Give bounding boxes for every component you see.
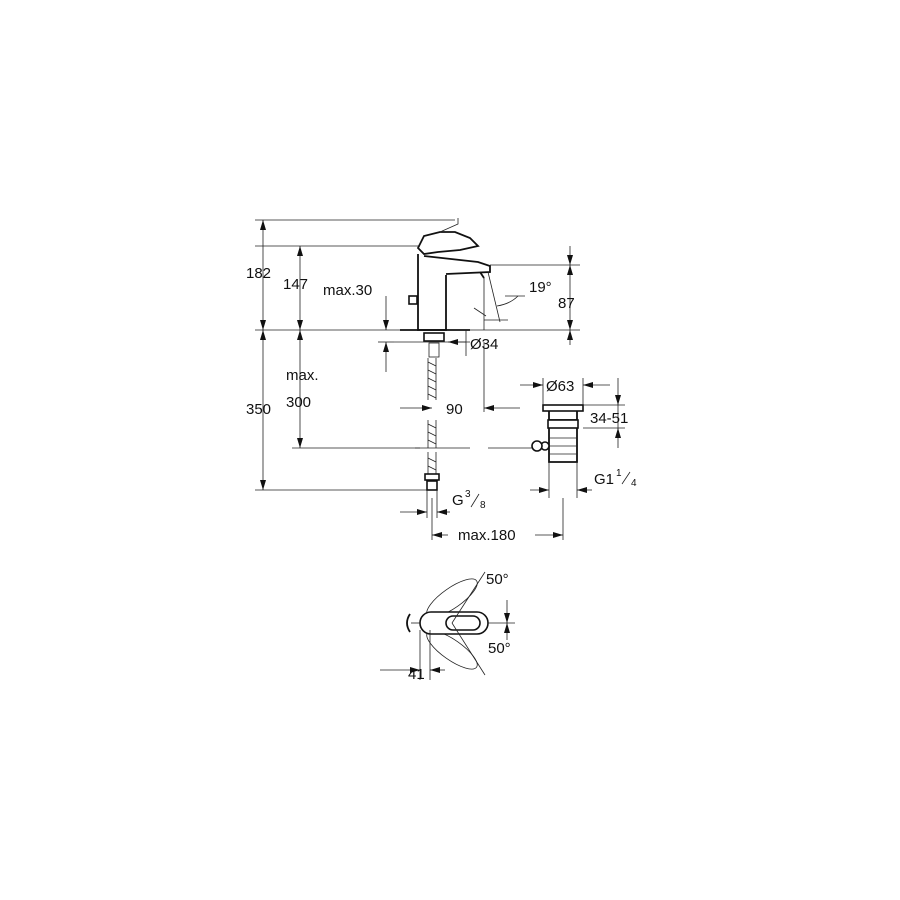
label-182: 182	[246, 265, 271, 282]
dimension-spout	[470, 246, 580, 345]
dimension-90	[400, 342, 520, 412]
label-angle50-top: 50°	[486, 571, 509, 588]
label-angle50-bottom: 50°	[488, 640, 511, 657]
label-g1-num: 1	[616, 468, 622, 479]
drain-valve	[531, 404, 584, 463]
dimension-max180	[431, 498, 564, 540]
dimension-labels: 182 147 max.30 19° 87 Ø34 max. 350 300 Ø…	[246, 265, 637, 683]
label-g1-den: 4	[631, 478, 637, 489]
label-d63: Ø63	[546, 378, 574, 395]
dimension-34-51	[583, 378, 625, 448]
label-g-num: 3	[465, 489, 471, 500]
dimension-g1-1-4	[530, 462, 592, 498]
label-147: 147	[283, 276, 308, 293]
label-300: 300	[286, 394, 311, 411]
label-d34: Ø34	[470, 336, 498, 353]
left-dimension-lines	[255, 219, 455, 491]
dimension-d34	[448, 330, 467, 356]
label-max30: max.30	[323, 282, 372, 299]
supply-hoses	[424, 358, 440, 491]
label-angle19: 19°	[529, 279, 552, 296]
dimension-g3-8	[400, 490, 450, 518]
label-90: 90	[446, 401, 463, 418]
label-350: 350	[246, 401, 271, 418]
label-g-den: 8	[480, 500, 486, 511]
label-g: G	[452, 492, 464, 509]
label-41: 41	[408, 666, 425, 683]
top-view-handle	[380, 571, 515, 680]
label-max: max.	[286, 367, 319, 384]
dimension-max30	[378, 296, 394, 372]
label-g1: G1	[594, 471, 614, 488]
label-max180: max.180	[458, 527, 516, 544]
label-34-51: 34-51	[590, 410, 628, 427]
dimension-d63	[520, 378, 610, 405]
label-87: 87	[558, 295, 575, 312]
